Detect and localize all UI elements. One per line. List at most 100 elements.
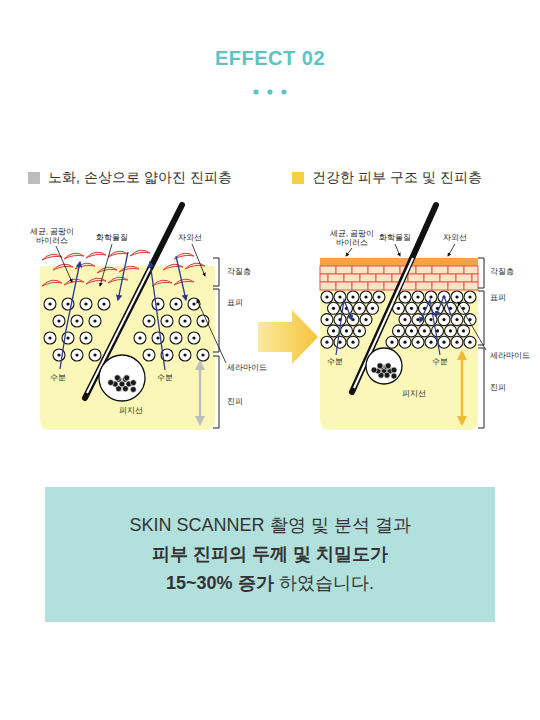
cell-nucleus — [325, 341, 328, 344]
brick-cell — [352, 266, 368, 274]
cell-wall — [347, 314, 359, 326]
skin-cell — [445, 325, 457, 337]
leader-arrow — [448, 244, 455, 256]
sebum-dot — [108, 380, 114, 386]
damaged-scale — [108, 251, 128, 257]
cell-nucleus — [66, 302, 69, 305]
skin-cell — [80, 332, 92, 344]
cell-wall — [464, 336, 476, 348]
part-label: 진피 — [489, 383, 507, 392]
cell-nucleus — [403, 295, 406, 298]
part-label: 자외선 — [177, 233, 203, 242]
cell-wall — [197, 349, 209, 361]
cell-wall — [321, 336, 333, 348]
skin-surface — [320, 258, 478, 266]
cell-nucleus — [358, 329, 361, 332]
cell-wall — [464, 291, 476, 303]
gland-dots — [108, 363, 397, 393]
skin-cell — [458, 325, 470, 337]
cell-nucleus — [192, 302, 195, 305]
brick-cell — [440, 274, 456, 282]
part-label: 표피 — [226, 298, 244, 307]
cell-wall — [386, 336, 398, 348]
skin-cell — [425, 336, 437, 348]
part-label: 세균, 곰팡이 바이러스 — [326, 229, 378, 247]
cell-nucleus — [429, 295, 432, 298]
cell-nucleus — [156, 302, 159, 305]
skin-cell — [373, 291, 385, 303]
cell-nucleus — [390, 341, 393, 344]
cell-nucleus — [48, 302, 51, 305]
thickness-arrow — [461, 352, 464, 424]
cell-wall — [347, 291, 359, 303]
skin-cell — [71, 315, 83, 327]
result-box: SKIN SCANNER 촬영 및 분석 결과피부 진피의 두께 및 치밀도가1… — [45, 487, 495, 622]
cell-nucleus — [377, 295, 380, 298]
cell-nucleus — [174, 302, 177, 305]
sebaceous-gland — [366, 348, 402, 384]
skin-cell — [438, 336, 450, 348]
brick-cell — [320, 282, 336, 290]
cell-nucleus — [174, 336, 177, 339]
cell-wall — [373, 291, 385, 303]
cell-wall — [143, 315, 155, 327]
moisture-arrow — [420, 300, 440, 355]
skin-cell — [399, 314, 411, 326]
cell-nucleus — [57, 353, 60, 356]
cell-wall — [152, 298, 164, 310]
brick-cell — [424, 274, 440, 282]
damaged-scale — [86, 252, 106, 258]
cell-wall — [71, 349, 83, 361]
cell-nucleus — [332, 307, 335, 310]
sebum-dot — [130, 380, 136, 386]
skin-cell — [170, 298, 182, 310]
part-label: 수분 — [49, 373, 67, 382]
result-text: 피부 진피의 두께 및 치밀도가 — [152, 544, 388, 564]
title-dot — [267, 89, 272, 94]
cell-nucleus — [147, 319, 150, 322]
leader-arrow — [458, 302, 486, 350]
skin-cell — [80, 298, 92, 310]
brick-cell — [416, 266, 432, 274]
brick-cell — [464, 282, 478, 290]
leader-arrow — [346, 248, 352, 256]
part-label: 세라마이드 — [226, 363, 268, 372]
skin-cell — [152, 298, 164, 310]
damaged-scale — [174, 279, 194, 285]
cell-nucleus — [371, 307, 374, 310]
skin-cell — [347, 314, 359, 326]
cell-nucleus — [358, 307, 361, 310]
sebum-dot — [384, 372, 390, 378]
damaged-scale — [130, 250, 150, 256]
cell-nucleus — [345, 329, 348, 332]
leader-arrow — [100, 244, 112, 286]
cell-nucleus — [325, 318, 328, 321]
skin-cell — [321, 314, 333, 326]
cell-nucleus — [75, 353, 78, 356]
legend-item: 건강한 피부 구조 및 진피층 — [292, 169, 482, 187]
penetration-arrow — [176, 256, 186, 300]
skin-cell — [188, 298, 200, 310]
part-label: 수분 — [156, 373, 174, 382]
skin-cell — [399, 291, 411, 303]
cell-wall — [347, 336, 359, 348]
cell-wall — [438, 336, 450, 348]
brick-cell — [464, 266, 478, 274]
skin-cell — [425, 291, 437, 303]
layer-bracket — [478, 258, 484, 428]
cell-wall — [399, 336, 411, 348]
cell-wall — [44, 298, 56, 310]
skin-cell — [451, 291, 463, 303]
brick-cell — [416, 282, 432, 290]
skin-cell — [347, 291, 359, 303]
cell-nucleus — [338, 295, 341, 298]
skin-cell — [354, 302, 366, 314]
legend-text: 노화, 손상으로 얇아진 진피층 — [48, 169, 232, 187]
cell-nucleus — [455, 295, 458, 298]
skin-cell — [161, 315, 173, 327]
cell-nucleus — [449, 329, 452, 332]
brick-cell — [432, 282, 448, 290]
cell-wall — [406, 325, 418, 337]
brick-cell — [448, 282, 464, 290]
cell-wall — [89, 315, 101, 327]
